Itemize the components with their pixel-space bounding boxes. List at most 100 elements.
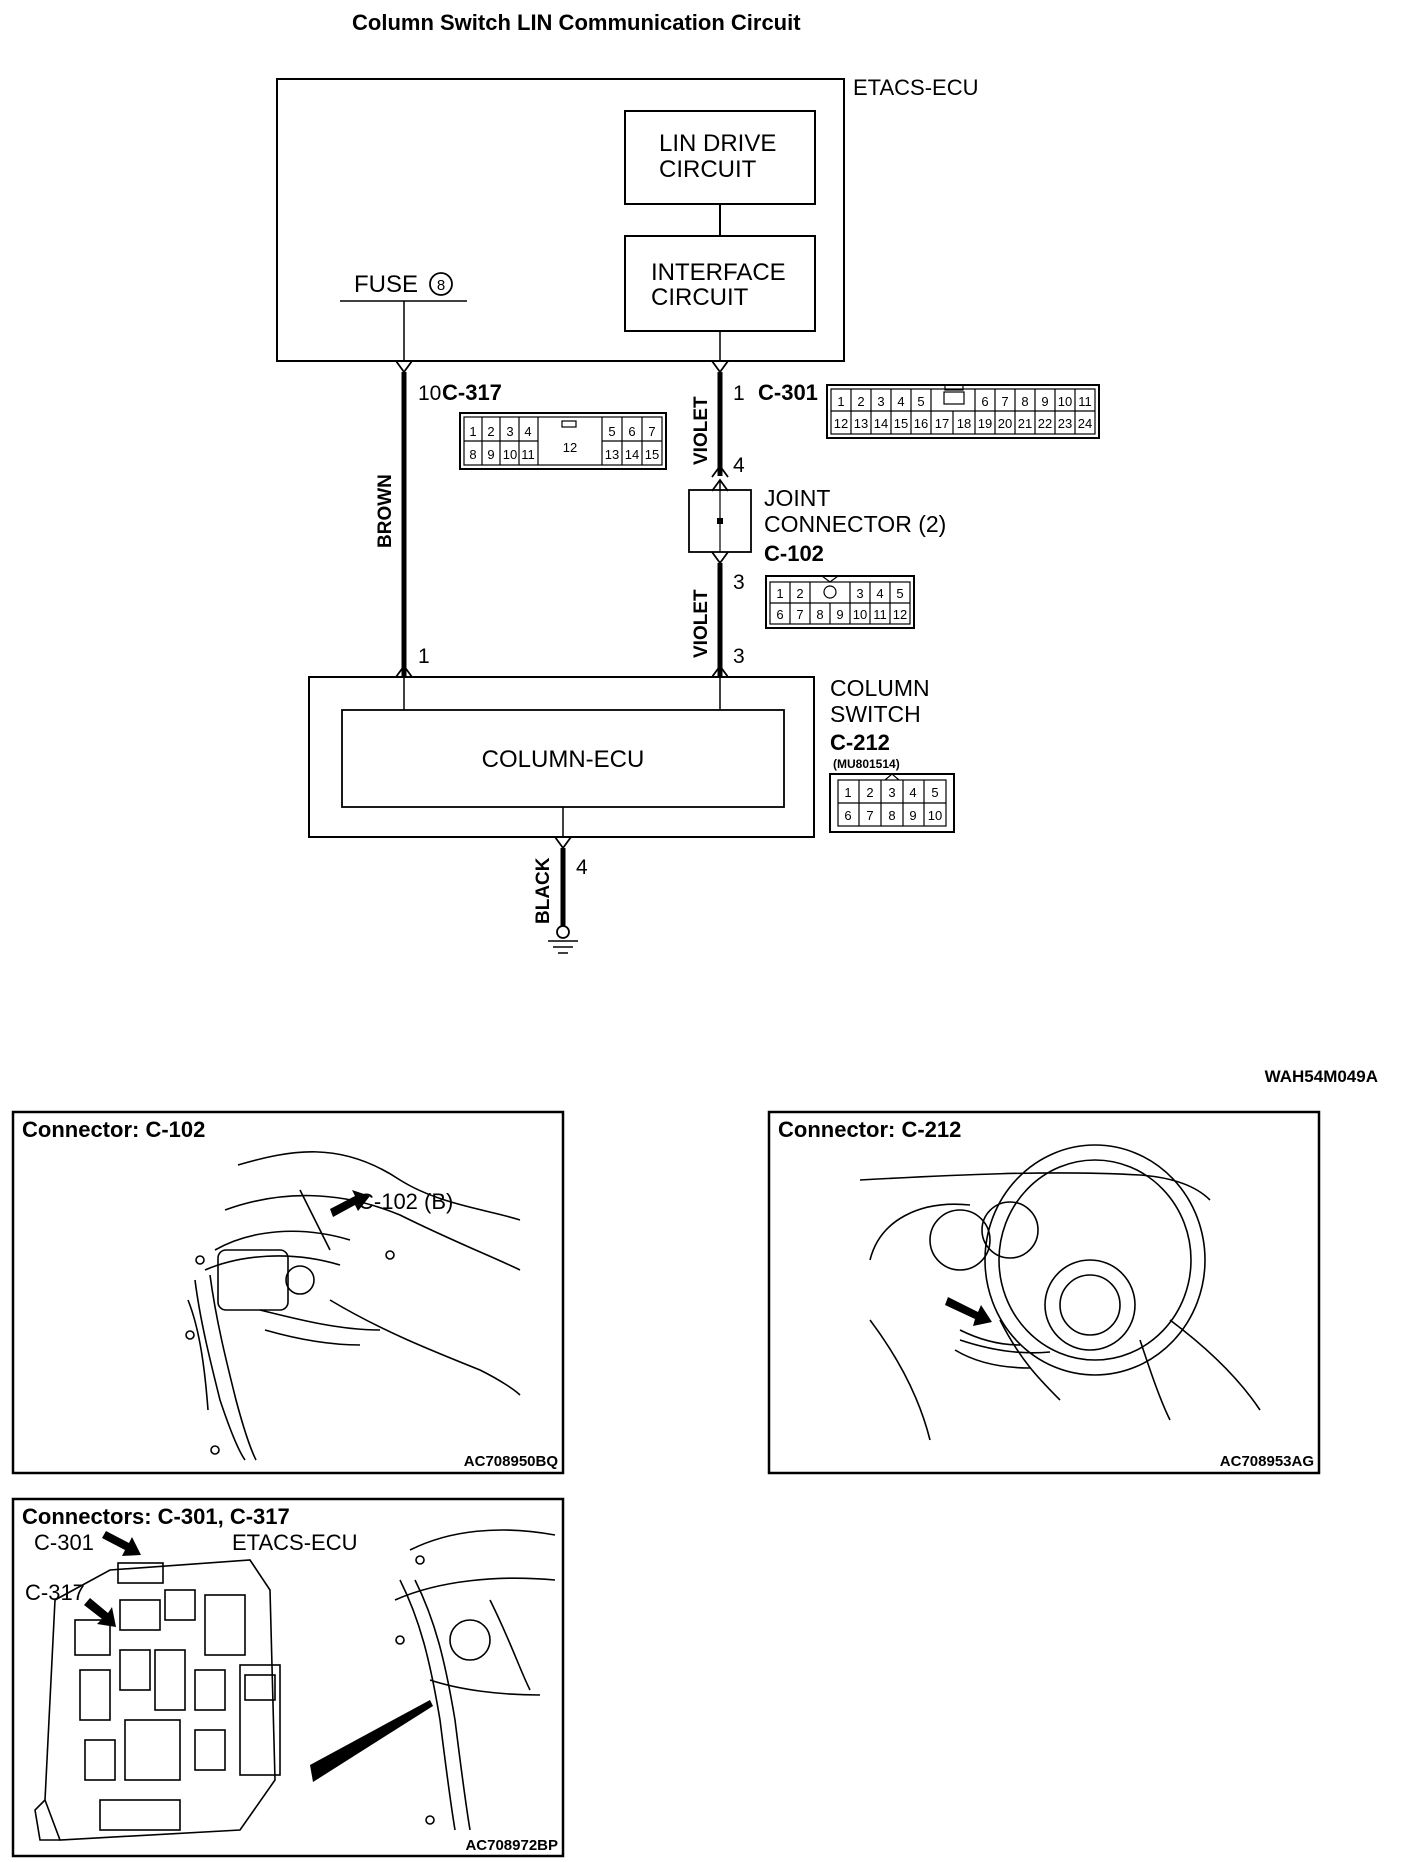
violet-lower-label: VIOLET <box>691 589 712 658</box>
black-pin-4: 4 <box>576 856 588 879</box>
column-ecu-label: COLUMN-ECU <box>482 746 645 773</box>
svg-text:2: 2 <box>857 394 864 409</box>
svg-text:9: 9 <box>909 808 916 823</box>
svg-text:10: 10 <box>853 607 867 622</box>
svg-text:9: 9 <box>836 607 843 622</box>
svg-text:9: 9 <box>1041 394 1048 409</box>
svg-text:5: 5 <box>608 424 615 439</box>
c102-location-illustration <box>185 1151 521 1461</box>
svg-text:1: 1 <box>776 586 783 601</box>
figure-code: WAH54M049A <box>1265 1067 1378 1086</box>
svg-text:22: 22 <box>1038 416 1052 431</box>
dash-location-illustration <box>394 1529 556 1831</box>
black-wire-label: BLACK <box>533 857 554 924</box>
violet-upper-label: VIOLET <box>691 396 712 465</box>
c301-pin: 1 <box>733 382 745 405</box>
svg-text:4: 4 <box>876 586 883 601</box>
svg-text:21: 21 <box>1018 416 1032 431</box>
c212-location-illustration <box>859 1144 1261 1441</box>
svg-text:12: 12 <box>563 440 577 455</box>
c317-name: C-317 <box>442 380 502 405</box>
c102-arrow-icon <box>330 1190 370 1217</box>
svg-text:2: 2 <box>866 785 873 800</box>
violet-lower-bottom-arrow <box>711 664 729 678</box>
etacs-ecu-box <box>276 78 845 362</box>
svg-text:2: 2 <box>487 424 494 439</box>
etacs-ecu-label: ETACS-ECU <box>853 75 979 100</box>
svg-text:18: 18 <box>957 416 971 431</box>
svg-text:6: 6 <box>981 394 988 409</box>
svg-text:4: 4 <box>524 424 531 439</box>
svg-text:2: 2 <box>796 586 803 601</box>
brown-wire-bottom-arrow <box>395 664 413 678</box>
svg-text:15: 15 <box>894 416 908 431</box>
svg-text:7: 7 <box>796 607 803 622</box>
svg-text:7: 7 <box>866 808 873 823</box>
lin-drive-line1: LIN DRIVE <box>659 130 776 157</box>
brown-wire-top-arrow <box>395 360 413 374</box>
brown-pin-1: 1 <box>418 645 430 668</box>
c102-connector-face <box>765 575 915 629</box>
svg-text:10: 10 <box>928 808 942 823</box>
c317-cells: 1 2 3 4 5 6 7 8 9 10 11 13 14 15 12 <box>469 424 659 462</box>
svg-text:11: 11 <box>873 607 887 622</box>
c301-arrow-icon <box>102 1531 141 1556</box>
svg-text:10: 10 <box>503 447 517 462</box>
panel-c102-title: Connector: C-102 <box>22 1117 205 1142</box>
joint-label-line1: JOINT <box>764 485 830 511</box>
panel-c301-code: AC708972BP <box>465 1837 558 1854</box>
c212-cells: 1 2 3 4 5 6 7 8 9 10 <box>844 785 942 823</box>
locator-wedge <box>310 1700 433 1782</box>
c102-cells: 1 2 3 4 5 6 7 8 9 10 11 12 <box>776 586 907 622</box>
c102-pin-3: 3 <box>733 571 745 594</box>
panel-c212-title: Connector: C-212 <box>778 1117 961 1142</box>
svg-text:23: 23 <box>1058 416 1072 431</box>
svg-text:13: 13 <box>854 416 868 431</box>
svg-text:7: 7 <box>648 424 655 439</box>
svg-text:6: 6 <box>628 424 635 439</box>
interface-line2: CIRCUIT <box>651 284 749 311</box>
svg-text:3: 3 <box>877 394 884 409</box>
panel-c301-title: Connectors: C-301, C-317 <box>22 1504 290 1529</box>
panel-c102-code: AC708950BQ <box>464 1453 559 1470</box>
c301-connector-face <box>826 384 1100 439</box>
panel-c212 <box>767 1110 1321 1475</box>
svg-text:14: 14 <box>874 416 888 431</box>
svg-text:8: 8 <box>469 447 476 462</box>
ground-symbol <box>548 925 578 954</box>
panel-c301-ecu-label: ETACS-ECU <box>232 1530 358 1555</box>
panel-c301-callout-c301: C-301 <box>34 1530 94 1555</box>
svg-text:17: 17 <box>935 416 949 431</box>
svg-text:12: 12 <box>893 607 907 622</box>
column-switch-line2: SWITCH <box>830 701 921 727</box>
svg-text:6: 6 <box>844 808 851 823</box>
brown-wire-label: BROWN <box>375 474 396 548</box>
fuse-number-circle <box>429 272 453 296</box>
joint-label-line2: CONNECTOR (2) <box>764 511 946 537</box>
c102-name: C-102 <box>764 541 824 566</box>
column-switch-box <box>308 676 815 838</box>
c317-pin: 10 <box>418 382 441 405</box>
violet-upper-bottom-arrow <box>711 464 729 478</box>
lin-drive-line2: CIRCUIT <box>659 156 757 183</box>
c212-name: C-212 <box>830 730 890 755</box>
svg-text:16: 16 <box>914 416 928 431</box>
c102-pin-4: 4 <box>733 454 745 477</box>
svg-text:8: 8 <box>816 607 823 622</box>
panel-c301 <box>11 1497 565 1858</box>
diagram-title: Column Switch LIN Communication Circuit <box>352 10 801 35</box>
svg-text:4: 4 <box>897 394 904 409</box>
svg-text:8: 8 <box>888 808 895 823</box>
svg-text:1: 1 <box>837 394 844 409</box>
svg-text:3: 3 <box>856 586 863 601</box>
svg-text:10: 10 <box>1058 394 1072 409</box>
black-wire-top-arrow <box>554 836 572 850</box>
joint-bottom-arrow <box>711 551 729 565</box>
svg-text:3: 3 <box>506 424 513 439</box>
svg-text:9: 9 <box>487 447 494 462</box>
svg-text:19: 19 <box>978 416 992 431</box>
c317-arrow-icon <box>84 1598 116 1627</box>
fuse-label: FUSE <box>354 271 418 298</box>
c301-name: C-301 <box>758 380 818 405</box>
